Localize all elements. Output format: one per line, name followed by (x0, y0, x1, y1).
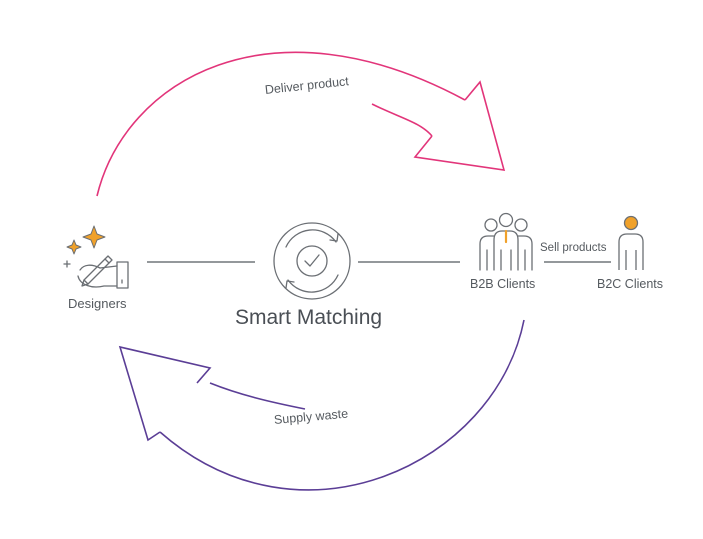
people-group-icon (479, 212, 533, 271)
designer-hand-sparkle-icon (63, 225, 129, 289)
smart-matching-label: Smart Matching (235, 306, 383, 329)
refresh-check-icon (273, 222, 351, 300)
designers-label: Designers (68, 296, 127, 311)
b2c-clients-label: B2C Clients (597, 277, 663, 291)
sell-products-label: Sell products (540, 242, 607, 254)
b2b-clients-label: B2B Clients (470, 277, 536, 291)
person-icon (618, 215, 644, 270)
deliver-arrow (96, 51, 506, 197)
supply-arrow (118, 319, 525, 491)
